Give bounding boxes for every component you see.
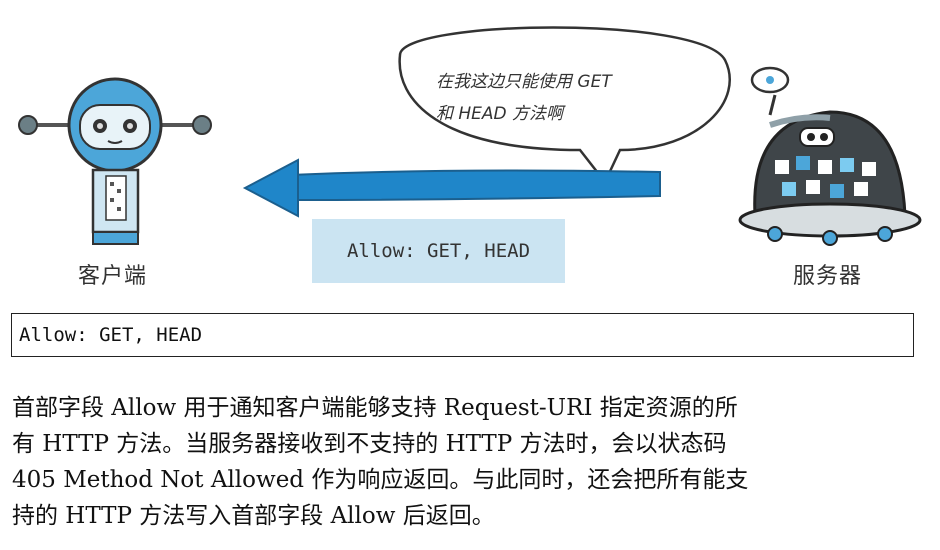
speech-line-1: 在我这边只能使用 GET [436,72,612,92]
code-example: Allow: GET, HEAD [19,324,203,346]
response-arrow-icon [242,158,661,218]
server-robot-icon [738,66,922,246]
server-label: 服务器 [793,264,863,289]
illustration-drawing [18,26,922,246]
code-example-box: Allow: GET, HEAD [11,313,914,357]
allow-header-label: Allow: GET, HEAD [346,240,531,262]
client-label: 客户端 [78,264,148,289]
description-line: 405 Method Not Allowed 作为响应返回。与此同时，还会把所有… [12,467,749,493]
allow-header-label-box: Allow: GET, HEAD [312,219,565,283]
description-line: 首部字段 Allow 用于通知客户端能够支持 Request-URI 指定资源的… [12,395,738,421]
description-paragraph: 首部字段 Allow 用于通知客户端能够支持 Request-URI 指定资源的… [12,390,927,534]
speech-bubble-text: 在我这边只能使用 GET 和 HEAD 方法啊 [436,66,646,130]
description-line: 有 HTTP 方法。当服务器接收到不支持的 HTTP 方法时，会以状态码 [12,431,727,457]
client-robot-icon [18,77,212,245]
description-line: 持的 HTTP 方法写入首部字段 Allow 后返回。 [12,503,495,529]
illustration: 在我这边只能使用 GET 和 HEAD 方法啊 Allow: GET, HEAD… [18,26,922,289]
speech-bubble [398,26,731,185]
speech-line-2: 和 HEAD 方法啊 [436,104,564,124]
